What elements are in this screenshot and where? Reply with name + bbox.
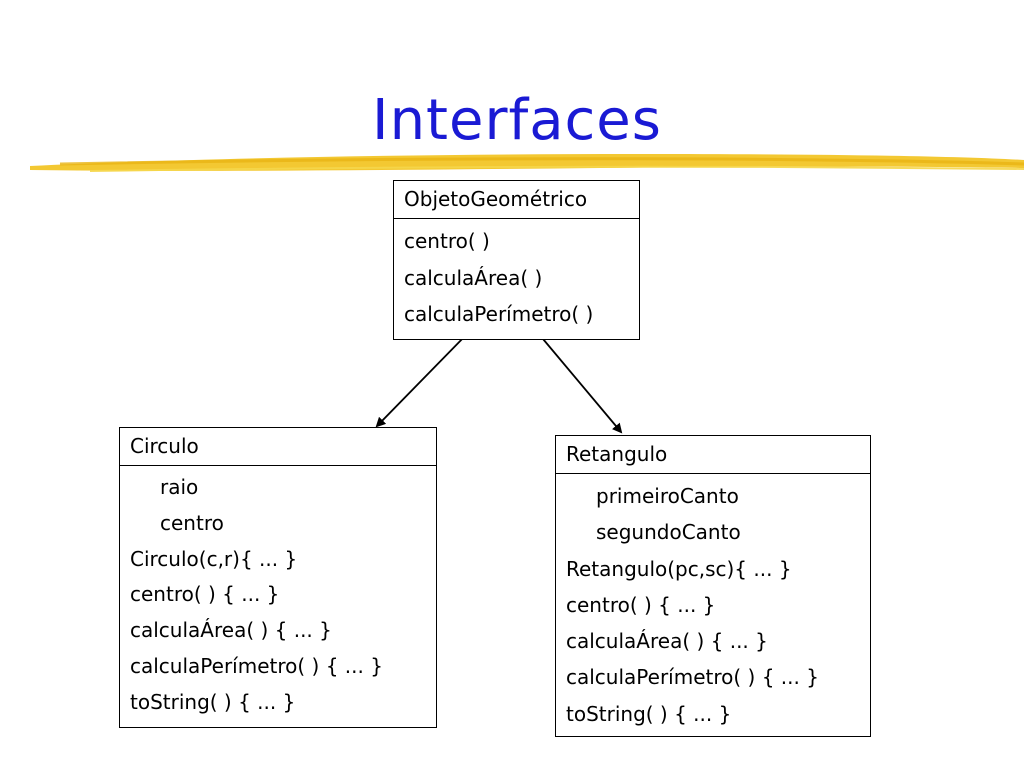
method-item: toString( ) { ... } (566, 701, 732, 726)
attribute-item: raio (160, 475, 199, 499)
method-item: centro( ) { ... } (566, 592, 716, 617)
class-name: Retangulo (556, 436, 870, 474)
method-item: calculaPerímetro( ) { ... } (130, 653, 383, 678)
attribute-item: segundoCanto (596, 520, 741, 545)
title-underline-stroke (30, 154, 1024, 172)
method-item: centro( ) { ... } (130, 582, 280, 607)
class-members: primeiroCanto segundoCanto Retangulo(pc,… (556, 474, 870, 738)
method-item: calculaÁrea( ) { ... } (566, 629, 768, 654)
method-item: toString( ) { ... } (130, 689, 296, 714)
slide-title: Interfaces (372, 88, 662, 153)
class-box-retangulo: Retangulo primeiroCanto segundoCanto Ret… (555, 435, 871, 737)
interface-methods: centro( ) calculaÁrea( ) calculaPerímetr… (394, 219, 639, 339)
method-item: calculaÁrea( ) { ... } (130, 618, 332, 643)
interface-box-objetogeometrico: ObjetoGeométrico centro( ) calculaÁrea( … (393, 180, 640, 340)
arrow-to-circulo (375, 332, 469, 428)
method-item: calculaPerímetro( ) (404, 302, 594, 326)
interface-name: ObjetoGeométrico (394, 181, 639, 219)
method-item: Circulo(c,r){ ... } (130, 546, 298, 571)
class-name: Circulo (120, 428, 436, 466)
attribute-item: primeiroCanto (596, 484, 739, 508)
method-item: calculaPerímetro( ) { ... } (566, 665, 819, 690)
method-item: Retangulo(pc,sc){ ... } (566, 556, 792, 581)
class-box-circulo: Circulo raio centro Circulo(c,r){ ... } … (119, 427, 437, 728)
attribute-item: centro (160, 510, 224, 535)
class-members: raio centro Circulo(c,r){ ... } centro( … (120, 466, 436, 727)
method-item: centro( ) (404, 229, 490, 253)
arrow-to-retangulo (537, 332, 623, 434)
method-item: calculaÁrea( ) (404, 265, 543, 290)
